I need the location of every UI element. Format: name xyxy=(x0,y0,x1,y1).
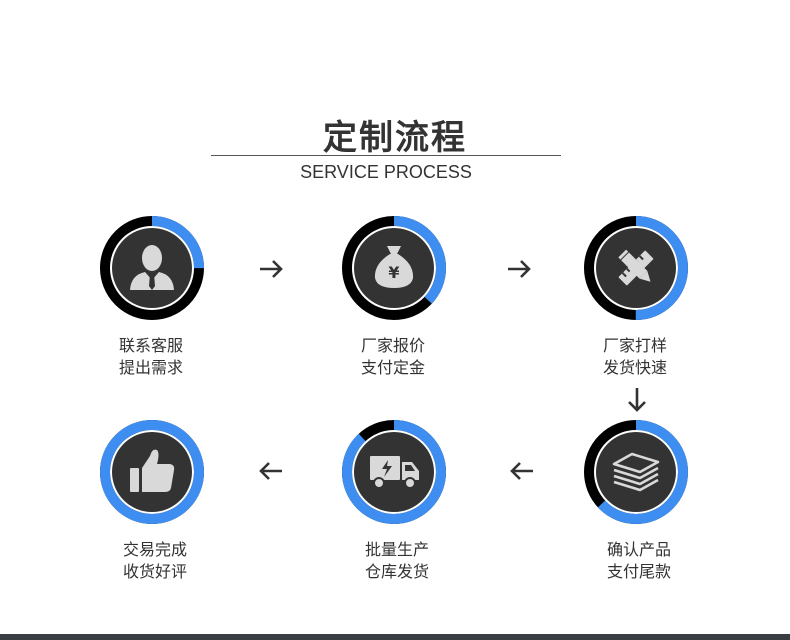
step-1-label-line2: 提出需求 xyxy=(118,358,183,377)
arrow-right-icon xyxy=(256,254,286,284)
customer-service-person-icon xyxy=(130,245,174,290)
step-4-confirm-product xyxy=(584,420,688,524)
step-3-sample xyxy=(584,216,688,320)
page-subtitle: SERVICE PROCESS xyxy=(300,162,472,182)
step-1-label-line1: 联系客服 xyxy=(118,336,183,355)
step-3-label-line2: 发货快速 xyxy=(602,358,667,377)
step-5-label-line1: 批量生产 xyxy=(364,540,429,559)
arrow-left-icon xyxy=(256,456,286,486)
step-6-deal-complete xyxy=(100,420,204,524)
svg-text:¥: ¥ xyxy=(388,263,399,282)
page-title: 定制流程 xyxy=(323,118,467,158)
step-2-label-line2: 支付定金 xyxy=(360,358,425,377)
step-1-contact-service xyxy=(100,216,204,320)
step-5-label-line2: 仓库发货 xyxy=(364,562,429,581)
arrow-right-icon xyxy=(504,254,534,284)
step-2-label: 厂家报价 支付定金 xyxy=(323,335,463,379)
thumbs-up-icon xyxy=(130,449,175,492)
step-3-label-line1: 厂家打样 xyxy=(602,336,667,355)
step-2-label-line1: 厂家报价 xyxy=(360,336,425,355)
step-4-label: 确认产品 支付尾款 xyxy=(569,539,709,583)
step-4-label-line2: 支付尾款 xyxy=(606,562,671,581)
step-5-label: 批量生产 仓库发货 xyxy=(327,539,467,583)
step-1-label: 联系客服 提出需求 xyxy=(81,335,221,379)
stacked-sheets-icon xyxy=(612,452,660,492)
step-4-label-line1: 确认产品 xyxy=(606,540,671,559)
step-6-label-line1: 交易完成 xyxy=(122,540,187,559)
pencil-ruler-icon xyxy=(618,249,654,286)
step-3-label: 厂家打样 发货快速 xyxy=(565,335,705,379)
step-5-mass-production xyxy=(342,420,446,524)
arrow-down-icon xyxy=(622,385,652,415)
delivery-truck-icon xyxy=(370,456,419,489)
money-bag-yen-icon: ¥ xyxy=(374,246,414,288)
footer-bar xyxy=(0,634,790,640)
step-6-label-line2: 收货好评 xyxy=(122,562,187,581)
step-6-label: 交易完成 收货好评 xyxy=(85,539,225,583)
title-divider xyxy=(211,155,561,156)
arrow-left-icon xyxy=(507,456,537,486)
step-2-quote-deposit: ¥ xyxy=(342,216,446,320)
